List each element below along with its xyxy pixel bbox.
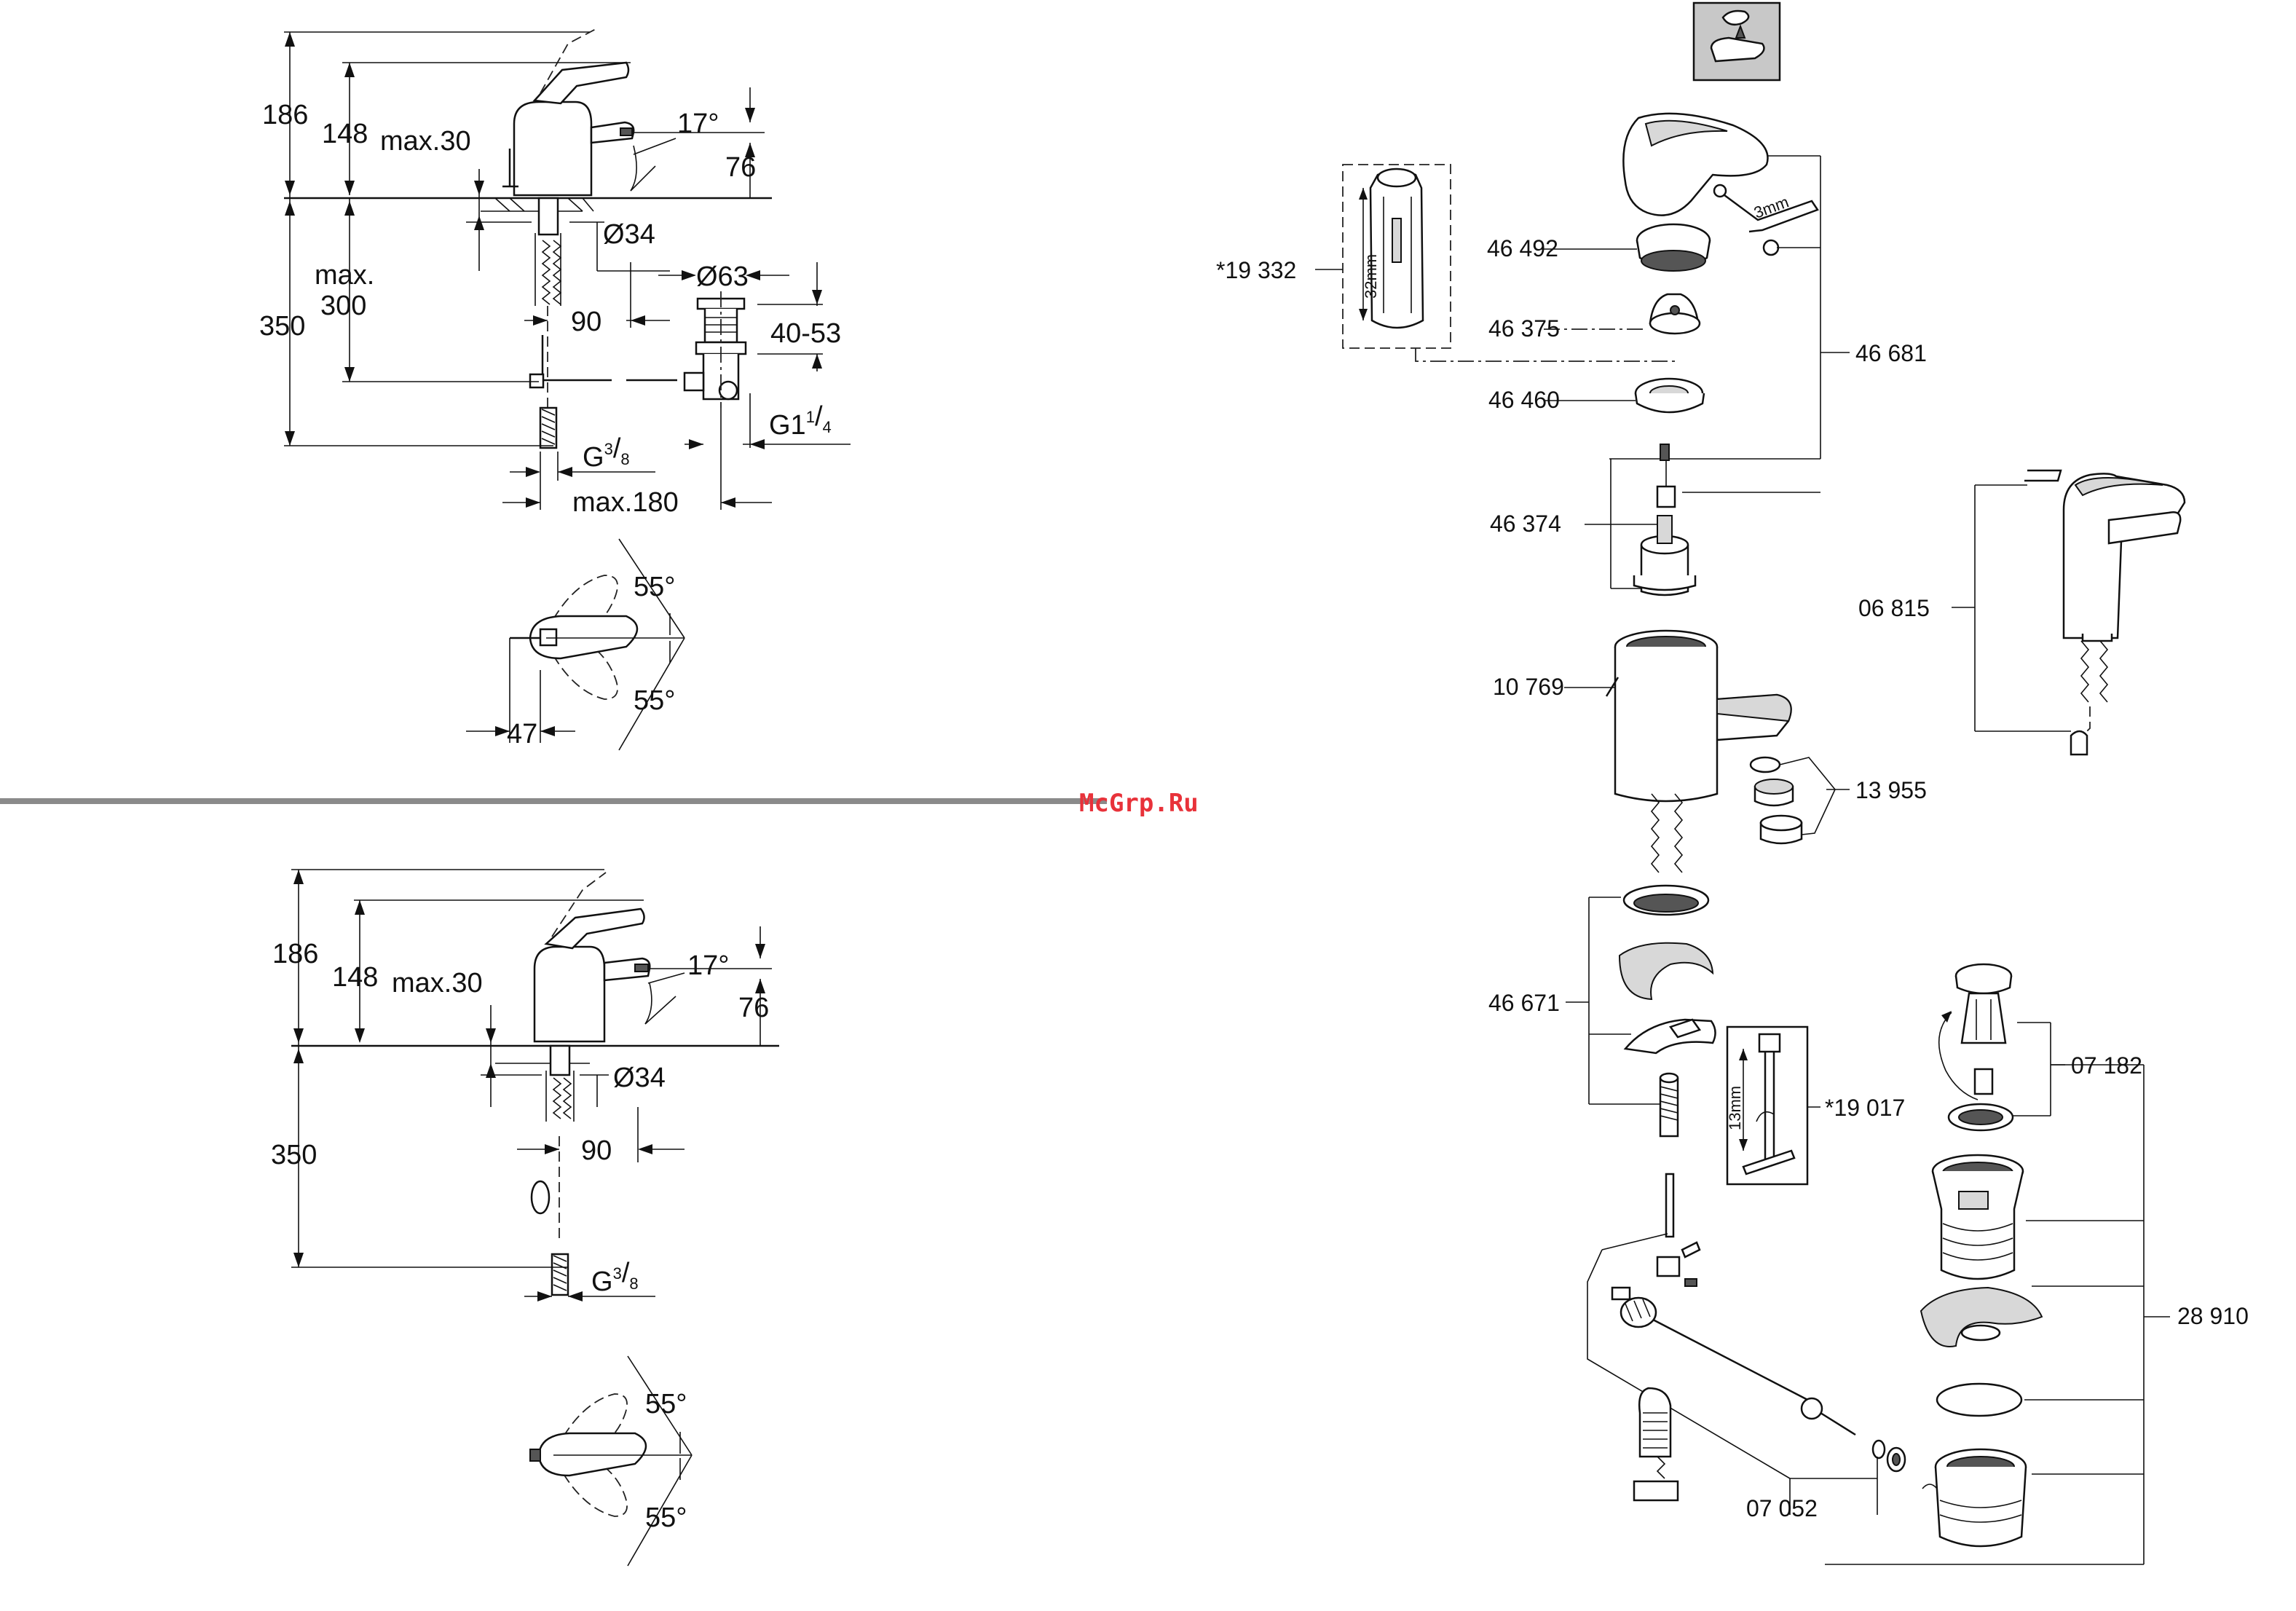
exploded-view: 32mm *19 332 3mm 46 492 46 375 46 460 bbox=[1216, 3, 2249, 1564]
part-10769: 10 769 bbox=[1493, 674, 1564, 700]
part-19017: *19 017 bbox=[1825, 1095, 1905, 1121]
bottom-plan-view: 55° 55° bbox=[530, 1356, 692, 1566]
dim-spout-top: 148 bbox=[322, 119, 368, 149]
dim-spout-height: 76 bbox=[725, 152, 756, 183]
dim-waste-diameter: Ø63 bbox=[696, 261, 749, 292]
part-46492: 46 492 bbox=[1487, 235, 1558, 261]
dim-reach-2: 90 bbox=[581, 1135, 612, 1166]
dim-spout-top-2: 148 bbox=[332, 962, 378, 993]
plan-angle-lower-2: 55° bbox=[645, 1502, 687, 1533]
lever-key-size: 3mm bbox=[1751, 192, 1791, 221]
part-07052: 07 052 bbox=[1746, 1495, 1818, 1521]
dim-under-height-2: 350 bbox=[271, 1140, 317, 1170]
dim-under-height: 350 bbox=[259, 311, 305, 342]
dim-hose-thread: G3/8 bbox=[583, 433, 630, 473]
plan-angle-lower: 55° bbox=[634, 685, 675, 716]
dim-waste-thread: G11/4 bbox=[769, 401, 832, 441]
part-46375: 46 375 bbox=[1488, 315, 1560, 342]
watermark: McGrp.Ru bbox=[1079, 789, 1199, 818]
top-side-view: 186 148 max.30 17° 76 Ø34 max. 300 350 Ø… bbox=[259, 29, 851, 518]
tool-19017-size: 13mm bbox=[1726, 1086, 1744, 1130]
dim-max-word: max. bbox=[315, 260, 374, 291]
part-46374: 46 374 bbox=[1490, 511, 1561, 537]
part-46671: 46 671 bbox=[1488, 990, 1560, 1016]
bottom-side-view: 186 148 max.30 17° 76 Ø34 90 350 G3/8 bbox=[271, 870, 779, 1301]
part-19332: *19 332 bbox=[1216, 257, 1296, 283]
dim-hole-2: Ø34 bbox=[613, 1063, 666, 1093]
part-46681: 46 681 bbox=[1855, 340, 1927, 366]
dim-max-plate-2: max.30 bbox=[392, 968, 483, 998]
plan-angle-upper: 55° bbox=[634, 572, 675, 602]
dim-max-distance: max.180 bbox=[572, 487, 679, 518]
part-06815: 06 815 bbox=[1858, 595, 1930, 621]
part-28910: 28 910 bbox=[2177, 1303, 2249, 1329]
tool-19332-size: 32mm bbox=[1362, 254, 1380, 299]
part-13955: 13 955 bbox=[1855, 777, 1927, 803]
dim-total-height: 186 bbox=[262, 100, 308, 130]
top-plan-view: 55° 55° 47 bbox=[466, 539, 685, 750]
dim-reach: 90 bbox=[571, 307, 601, 337]
dim-max-plate: max.30 bbox=[380, 126, 471, 157]
plan-angle-upper-2: 55° bbox=[645, 1389, 687, 1419]
dim-spout-angle-2: 17° bbox=[687, 950, 729, 981]
dim-waste-height: 40-53 bbox=[770, 318, 841, 349]
part-07182: 07 182 bbox=[2071, 1052, 2142, 1079]
part-46460: 46 460 bbox=[1488, 387, 1560, 413]
dim-spout-height-2: 76 bbox=[738, 993, 769, 1023]
dim-hole: Ø34 bbox=[603, 219, 655, 250]
dim-spout-angle: 17° bbox=[677, 109, 719, 139]
dim-total-height-2: 186 bbox=[272, 939, 318, 969]
dim-max-value: 300 bbox=[320, 291, 366, 321]
dim-hose-thread-2: G3/8 bbox=[591, 1258, 639, 1297]
plan-offset: 47 bbox=[507, 719, 537, 749]
